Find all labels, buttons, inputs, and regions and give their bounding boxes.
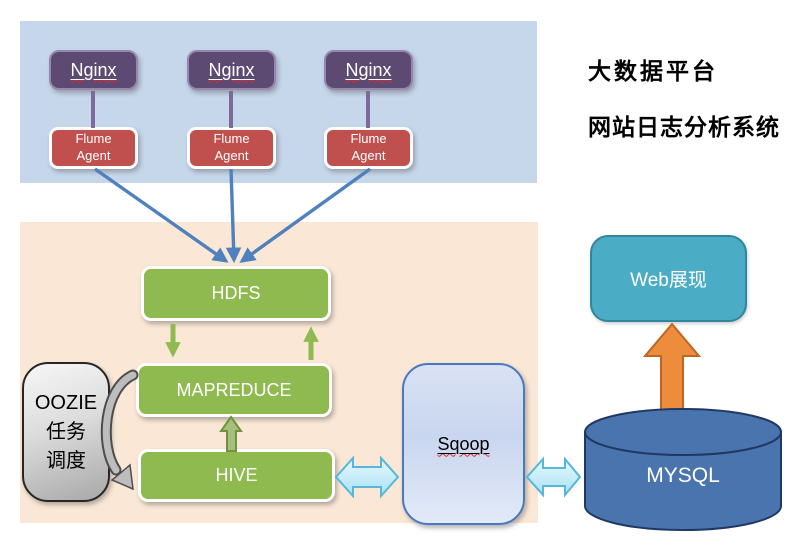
mapreduce-node: MAPREDUCE <box>136 363 332 417</box>
oozie-label-line2: 任务 <box>46 420 86 443</box>
oozie-scheduler-node: OOZIE 任务 调度 <box>22 362 110 502</box>
flume-label: Flume Agent <box>213 131 250 163</box>
nginx-label-decor: Nginx <box>70 60 116 81</box>
nginx-node-3: Nginx <box>324 50 413 90</box>
flume-agent-node-3: Flume Agent <box>324 127 413 169</box>
oozie-label-line3: 调度 <box>46 449 86 472</box>
nginx-label: Nginx <box>208 59 255 80</box>
oozie-label-line1: OOZIE <box>34 391 98 414</box>
hive-node: HIVE <box>138 449 335 502</box>
flume-label: Flume Agent <box>75 131 112 163</box>
flume-label: Flume Agent <box>350 131 387 163</box>
mysql-node-label: MYSQL <box>585 464 781 488</box>
nginx-label: Nginx <box>70 59 117 80</box>
sqoop-node: Sqoop <box>402 363 525 525</box>
nginx-label: Nginx <box>345 59 392 80</box>
diagram-title-line1: 大数据平台 <box>588 59 718 84</box>
nginx-label-decor: Nginx <box>345 60 391 81</box>
nginx-label-decor: Nginx <box>208 60 254 81</box>
web-display-label: Web展现 <box>630 270 707 291</box>
flume-agent-node-2: Flume Agent <box>187 127 276 169</box>
mapreduce-label: MAPREDUCE <box>176 379 292 400</box>
mysql-label-text: MYSQL <box>646 464 720 487</box>
web-display-node: Web展现 <box>590 235 747 322</box>
diagram-title-line2: 网站日志分析系统 <box>588 115 780 140</box>
nginx-node-1: Nginx <box>49 50 138 90</box>
hdfs-label: HDFS <box>211 283 261 303</box>
hdfs-node: HDFS <box>141 266 331 321</box>
nginx-node-2: Nginx <box>187 50 276 90</box>
sqoop-label-decor: Sqoop <box>437 434 489 455</box>
sqoop-label: Sqoop <box>437 433 490 454</box>
hive-label: HIVE <box>215 465 258 485</box>
flume-agent-node-1: Flume Agent <box>49 127 138 169</box>
